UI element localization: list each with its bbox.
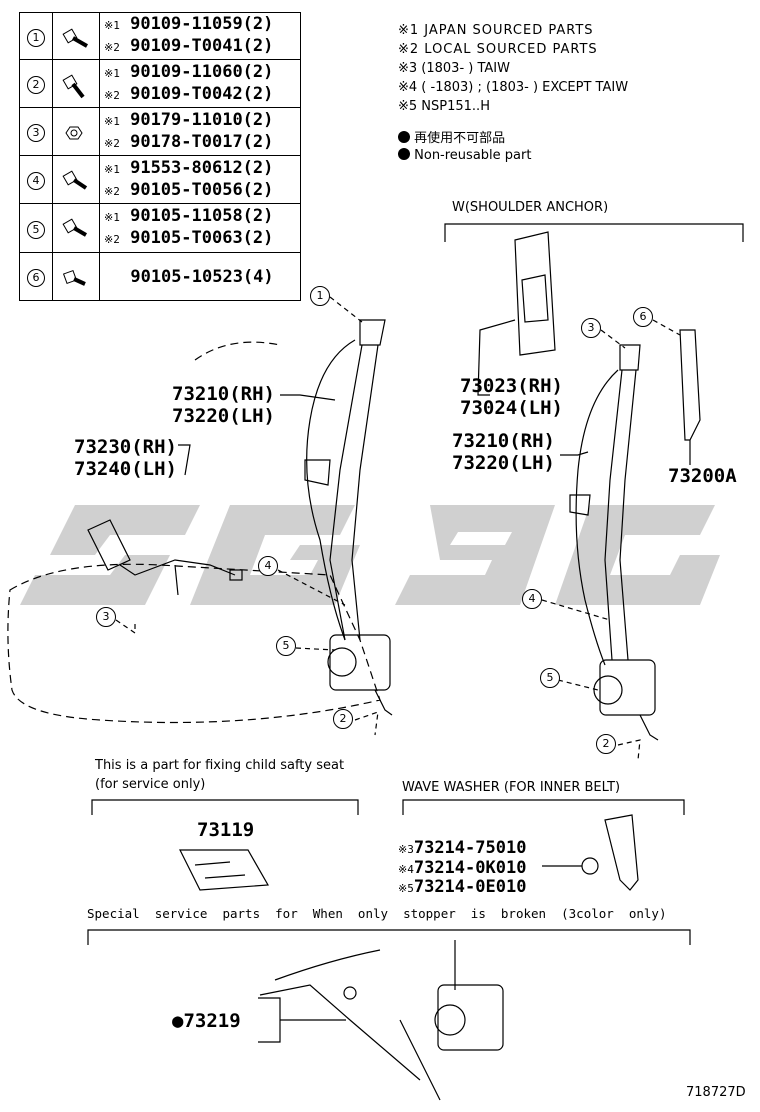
part-number: 90109-T0042(2) bbox=[130, 83, 274, 104]
part-number: 90109-11059(2) bbox=[130, 14, 274, 34]
callout-6: 6 bbox=[633, 307, 653, 327]
callout-2: 2 bbox=[333, 709, 353, 729]
callout-3: 3 bbox=[581, 318, 601, 338]
part-number: 90109-11060(2) bbox=[130, 61, 274, 82]
row-index: 1 bbox=[27, 28, 45, 47]
part-number: 90105-T0056(2) bbox=[130, 179, 274, 200]
note-4: ※4 ( -1803) ; (1803- ) EXCEPT TAIW bbox=[398, 80, 629, 95]
part-number: 90105-10523(4) bbox=[130, 266, 274, 287]
callout-5: 5 bbox=[540, 668, 560, 688]
part-number: 90105-11058(2) bbox=[130, 206, 274, 226]
callout-4: 4 bbox=[258, 556, 278, 576]
table-row: 5 ※1 90105-11058(2)※2 90105-T0063(2) bbox=[19, 203, 301, 253]
callout-3: 3 bbox=[96, 607, 116, 627]
note-japan-sourced: ※1 JAPAN SOURCED PARTS bbox=[398, 23, 594, 38]
part-label: 73200A bbox=[668, 465, 737, 487]
row-index: 3 bbox=[27, 124, 45, 142]
part-number: 91553-80612(2) bbox=[130, 157, 274, 178]
note-5: ※5 NSP151..H bbox=[398, 99, 490, 114]
part-label: 73220(LH) bbox=[172, 405, 275, 427]
washer-part-row: ※373214-75010 bbox=[398, 838, 527, 858]
bolt-icon bbox=[62, 269, 86, 286]
non-reusable-dot-icon bbox=[398, 148, 410, 160]
note-3: ※3 (1803- ) TAIW bbox=[398, 61, 510, 76]
special-service-note: Special service parts for When only stop… bbox=[87, 906, 667, 921]
part-number: 90109-T0041(2) bbox=[130, 36, 274, 56]
washer-part-row: ※473214-0K010 bbox=[398, 858, 527, 878]
row-index: 2 bbox=[27, 76, 45, 94]
parts-table: 1 ※1 90109-11059(2)※2 90109-T0041(2) 2 ※… bbox=[19, 12, 301, 301]
non-reusable-dot-icon bbox=[398, 131, 410, 143]
part-label: 73119 bbox=[197, 819, 255, 841]
part-number: 90105-T0063(2) bbox=[130, 228, 274, 248]
part-label: 73210(RH) bbox=[172, 383, 275, 405]
callout-1: 1 bbox=[310, 286, 330, 306]
legend-jp: 再使用不可部品 bbox=[398, 127, 505, 146]
part-label: 73210(RH) bbox=[452, 430, 555, 452]
row-index: 5 bbox=[27, 220, 45, 239]
callout-2: 2 bbox=[596, 734, 616, 754]
nut-icon bbox=[65, 126, 83, 139]
part-label: 73024(LH) bbox=[460, 397, 563, 419]
bolt-icon bbox=[62, 169, 88, 190]
callout-4: 4 bbox=[522, 589, 542, 609]
washer-part-row: ※573214-0E010 bbox=[398, 877, 527, 897]
part-number: 90179-11010(2) bbox=[130, 109, 274, 130]
child-seat-note: This is a part for fixing child safty se… bbox=[95, 758, 345, 773]
bolt-icon bbox=[62, 73, 85, 98]
note-local-sourced: ※2 LOCAL SOURCED PARTS bbox=[398, 42, 598, 57]
part-label: 73240(LH) bbox=[74, 458, 177, 480]
part-label: ●73219 bbox=[172, 1010, 241, 1032]
callout-5: 5 bbox=[276, 636, 296, 656]
part-number: 90178-T0017(2) bbox=[130, 131, 274, 152]
legend-en: Non-reusable part bbox=[398, 148, 531, 163]
wave-washer-label: WAVE WASHER (FOR INNER BELT) bbox=[402, 780, 621, 795]
bolt-icon bbox=[62, 218, 88, 237]
part-label: 73220(LH) bbox=[452, 452, 555, 474]
diagram-code: 718727D bbox=[686, 1085, 746, 1100]
table-row: 6 90105-10523(4) bbox=[19, 252, 301, 301]
row-index: 6 bbox=[27, 269, 45, 287]
table-row: 3 ※1 90179-11010(2)※2 90178-T0017(2) bbox=[19, 107, 301, 156]
part-label: 73023(RH) bbox=[460, 375, 563, 397]
shoulder-anchor-label: W(SHOULDER ANCHOR) bbox=[452, 200, 609, 215]
bolt-icon bbox=[62, 28, 88, 48]
row-index: 4 bbox=[27, 172, 45, 190]
part-label: 73230(RH) bbox=[74, 436, 177, 458]
child-seat-note-sub: (for service only) bbox=[95, 777, 206, 792]
table-row: 4 ※1 91553-80612(2)※2 90105-T0056(2) bbox=[19, 155, 301, 204]
